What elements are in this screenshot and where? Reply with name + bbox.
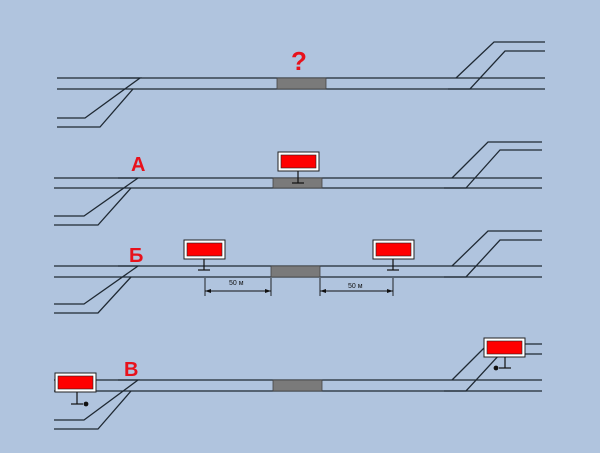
signal-red-panel: [57, 375, 94, 390]
arrow-right: [387, 289, 393, 293]
signal-right-end: [483, 337, 526, 371]
dimension-left: 50 м: [204, 278, 272, 296]
panel-label: В: [124, 359, 138, 381]
right-switch-upper: [451, 230, 542, 267]
track-block: [276, 77, 327, 90]
arrow-left: [320, 289, 326, 293]
signal-red-panel: [486, 340, 523, 355]
panel-question: ?: [57, 41, 545, 128]
panel-v: В: [54, 337, 542, 430]
signal-center: [277, 151, 320, 184]
panel-b: 50 м 50 м Б: [54, 230, 542, 314]
track-block: [272, 379, 323, 392]
question-mark: ?: [291, 46, 307, 76]
panel-a: А: [54, 141, 542, 226]
dimension-right: 50 м: [319, 278, 394, 296]
signal-left-end: [54, 372, 97, 407]
left-switch-upper: [54, 177, 141, 217]
arrow-left: [205, 289, 211, 293]
signal-red-panel: [186, 242, 223, 257]
left-switch-lower: [57, 88, 134, 128]
signal-lamp-dot: [83, 401, 89, 407]
left-switch-upper: [54, 265, 141, 305]
signal-left: [183, 239, 226, 271]
signal-red-panel: [280, 154, 317, 169]
left-switch-lower: [54, 276, 132, 314]
arrow-right: [265, 289, 271, 293]
left-switch-upper: [57, 77, 142, 119]
distance-label: 50 м: [348, 283, 363, 290]
track-block: [270, 265, 321, 278]
right-switch-lower: [448, 50, 545, 90]
panel-label: Б: [129, 245, 143, 267]
signal-right: [372, 239, 415, 271]
left-switch-lower: [54, 390, 132, 430]
right-switch-upper: [455, 41, 545, 79]
panel-label: А: [131, 154, 145, 176]
signal-lamp-dot: [493, 365, 499, 371]
distance-label: 50 м: [229, 280, 244, 287]
left-switch-lower: [54, 187, 132, 226]
left-switch-upper: [54, 379, 140, 421]
signal-red-panel: [375, 242, 412, 257]
right-switch-upper: [451, 141, 542, 179]
right-switch-lower: [444, 149, 542, 189]
right-switch-lower: [444, 239, 542, 278]
